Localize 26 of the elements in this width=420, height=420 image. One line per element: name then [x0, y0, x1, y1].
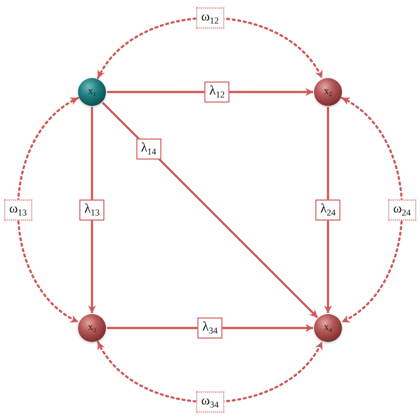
node-label: x$_{3}$	[88, 322, 96, 334]
sphere-node	[314, 78, 342, 106]
sphere-node	[78, 78, 106, 106]
node-label: x$_{1}$	[88, 86, 96, 98]
sphere-node	[78, 314, 106, 342]
node-label: x$_{4}$	[324, 322, 332, 334]
arrow	[96, 340, 324, 404]
arrow	[102, 102, 318, 318]
node-label: x$_{2}$	[324, 86, 332, 98]
arrow	[107, 88, 314, 96]
arrow	[88, 107, 96, 314]
arrow	[340, 96, 404, 324]
arrow	[96, 16, 324, 80]
edge-label: ω$_{12}$	[196, 8, 224, 28]
edge-label: λ$_{34}$	[197, 318, 223, 338]
edge-label: λ$_{14}$	[136, 138, 162, 160]
edge-label: λ$_{24}$	[315, 200, 341, 220]
edge-label: ω$_{24}$	[388, 200, 416, 220]
arrow	[324, 107, 332, 314]
edge-label: ω$_{13}$	[4, 200, 32, 220]
sphere-node	[314, 314, 342, 342]
edge-label: λ$_{13}$	[79, 200, 105, 220]
arrow	[107, 324, 314, 332]
edge-label: λ$_{12}$	[204, 82, 230, 102]
edge-label: ω$_{34}$	[196, 392, 224, 412]
arrow	[16, 96, 80, 324]
